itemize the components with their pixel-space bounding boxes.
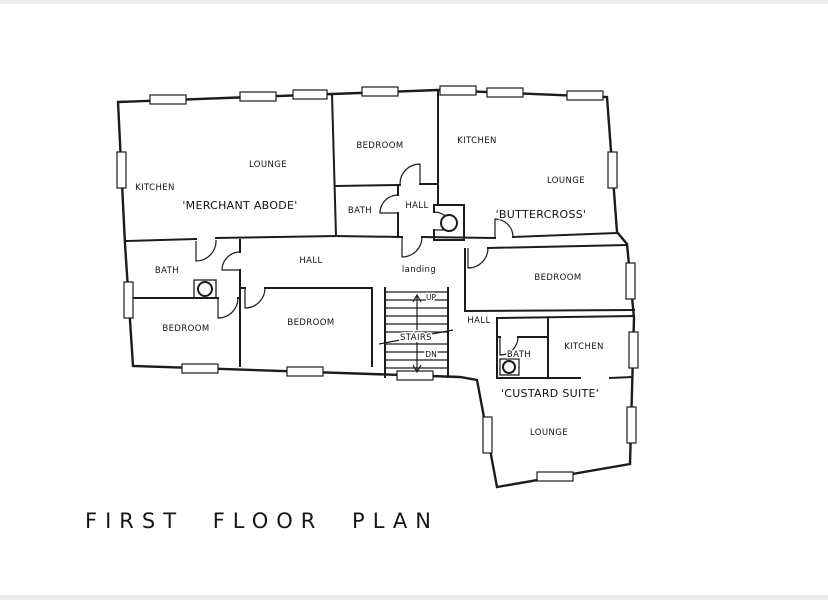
staircase [378, 287, 454, 378]
label-buttercross-kitchen: KITCHEN [457, 136, 497, 146]
label-hall-right: HALL [467, 316, 490, 326]
label-stairs: STAIRS [400, 333, 432, 343]
label-merchant-kitchen: KITCHEN [135, 183, 175, 193]
room-labels: KITCHEN LOUNGE 'MERCHANT ABODE' BEDROOM … [134, 135, 605, 440]
label-buttercross-lounge: LOUNGE [547, 176, 585, 186]
label-mid-hall: HALL [299, 256, 322, 266]
label-buttercross: 'BUTTERCROSS' [496, 208, 587, 221]
drawing-title: FIRST FLOOR PLAN [85, 509, 439, 533]
page-bottom-edge [0, 595, 828, 600]
stairs-up-arrow [412, 293, 422, 330]
label-landing: landing [402, 265, 436, 275]
label-custard-kitchen: KITCHEN [564, 342, 604, 352]
label-mid-bath: BATH [155, 266, 179, 276]
label-merchant-abode: 'MERCHANT ABODE' [182, 199, 297, 212]
label-top-hall: HALL [405, 201, 428, 211]
window-symbols [116, 85, 639, 482]
page-top-edge [0, 0, 828, 4]
stairs-down-arrow [412, 342, 422, 374]
label-bedroom-left: BEDROOM [162, 324, 209, 334]
label-custard-lounge: LOUNGE [530, 428, 568, 438]
wc-basin-icon [440, 214, 458, 232]
label-custard-suite: 'CUSTARD SUITE' [501, 387, 599, 400]
fixtures [193, 214, 520, 376]
bath-basin-icon [197, 281, 213, 297]
label-bedroom-center: BEDROOM [287, 318, 334, 328]
interior-walls [124, 89, 636, 380]
label-top-bedroom: BEDROOM [356, 141, 403, 151]
label-bedroom-right: BEDROOM [534, 273, 581, 283]
label-custard-bath: BATH [507, 350, 531, 360]
custard-bath-basin-icon [502, 360, 516, 374]
label-merchant-lounge: LOUNGE [249, 160, 287, 170]
label-top-bath: BATH [348, 206, 372, 216]
label-stairs-up: UP [426, 293, 436, 302]
door-swings [195, 163, 519, 356]
label-stairs-down: DN [425, 350, 436, 359]
